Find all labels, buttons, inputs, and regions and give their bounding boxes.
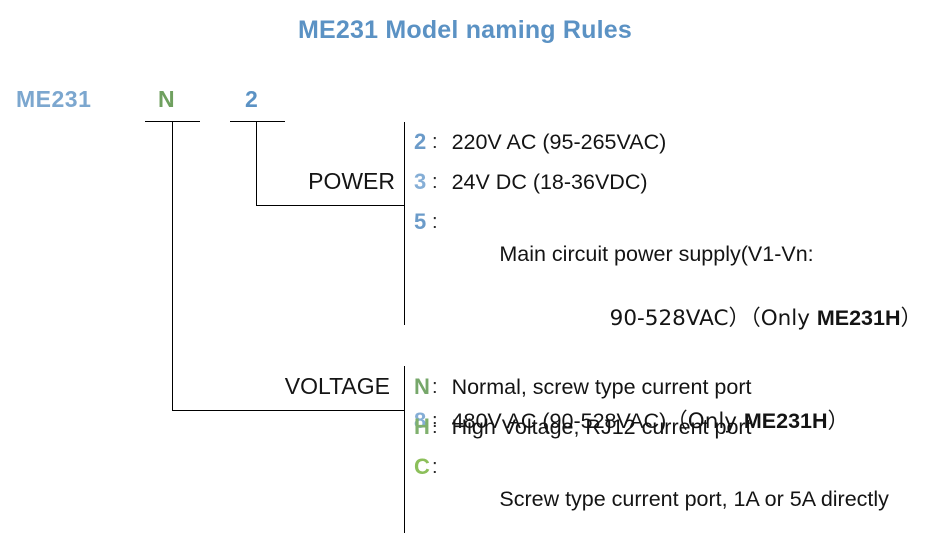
voltage-option-c-line1: Screw type current port, 1A or 5A direct… [499,487,889,511]
power-option-3-text: 24V DC (18-36VDC) [451,170,648,194]
voltage-option-h-separator: : [432,416,438,438]
power-option-5-line2-prefix: 90-528VAC） [609,306,750,331]
power-option-5-key: 5 [414,209,427,234]
power-option-8-text: 480V AC (90-528VAC)（Only ME231H） [452,405,926,438]
voltage-option-c: C : Screw type current port, 1A or 5A di… [414,451,926,543]
power-option-8-note-model: ME231H [743,409,828,433]
power-option-5-line1: Main circuit power supply(V1-Vn: [499,242,814,266]
model-code-power-char: 2 [245,86,258,112]
power-option-8-note-open: （Only [666,409,744,434]
voltage-option-c-key: C [414,454,430,479]
voltage-option-h-key: H [414,414,430,439]
power-option-5-text: Main circuit power supply(V1-Vn: 90-528V… [452,206,926,399]
voltage-option-h-text: High Voltage, RJ12 current port [451,415,752,439]
power-option-8-separator: : [432,410,438,432]
drop-line-power [256,121,257,206]
voltage-option-c-text: Screw type current port, 1A or 5A direct… [452,451,926,543]
power-option-3: 3 : 24V DC (18-36VDC) [414,166,926,198]
voltage-option-n: N : Normal, screw type current port [414,371,926,403]
group-label-power: POWER [308,168,395,194]
divider-line-voltage [404,366,405,533]
power-option-2-separator: : [432,131,438,153]
voltage-option-h: H : High Voltage, RJ12 current port [414,411,926,443]
voltage-option-n-key: N [414,374,430,399]
model-code-voltage-char: N [158,86,175,112]
power-option-8-note-close: ） [827,409,850,434]
voltage-option-n-text: Normal, screw type current port [451,375,752,399]
power-option-3-key: 3 [414,169,427,194]
power-option-5-separator: : [432,211,438,233]
power-option-3-separator: : [432,171,438,193]
group-label-voltage: VOLTAGE [284,373,390,399]
voltage-option-list: N : Normal, screw type current port H : … [414,371,926,543]
power-option-2: 2 : 220V AC (95-265VAC) [414,126,926,158]
power-option-5: 5 : Main circuit power supply(V1-Vn: 90-… [414,206,926,399]
voltage-option-n-separator: : [432,376,438,398]
divider-line-power [404,122,405,325]
power-option-8-main: 480V AC (90-528VAC) [451,409,667,433]
power-option-5-line2: 90-528VAC）（Only ME231H） [452,302,926,335]
power-option-2-key: 2 [414,129,427,154]
page-title: ME231 Model naming Rules [297,16,633,44]
bracket-line-voltage [172,410,405,411]
drop-line-voltage [172,121,173,410]
bracket-line-power [256,205,405,206]
tick-line-power [230,121,285,122]
power-option-5-note-close: ） [900,306,922,331]
power-option-5-note-model: ME231H [816,306,901,330]
power-option-8-key: 8 [414,408,427,433]
power-option-2-text: 220V AC (95-265VAC) [451,130,667,154]
power-option-8: 8 : 480V AC (90-528VAC)（Only ME231H） [414,405,926,438]
model-code-base: ME231 [16,86,92,112]
power-option-list: 2 : 220V AC (95-265VAC) 3 : 24V DC (18-3… [414,126,926,446]
power-option-5-note-open: （Only [749,306,817,331]
voltage-option-c-separator: : [432,456,438,478]
